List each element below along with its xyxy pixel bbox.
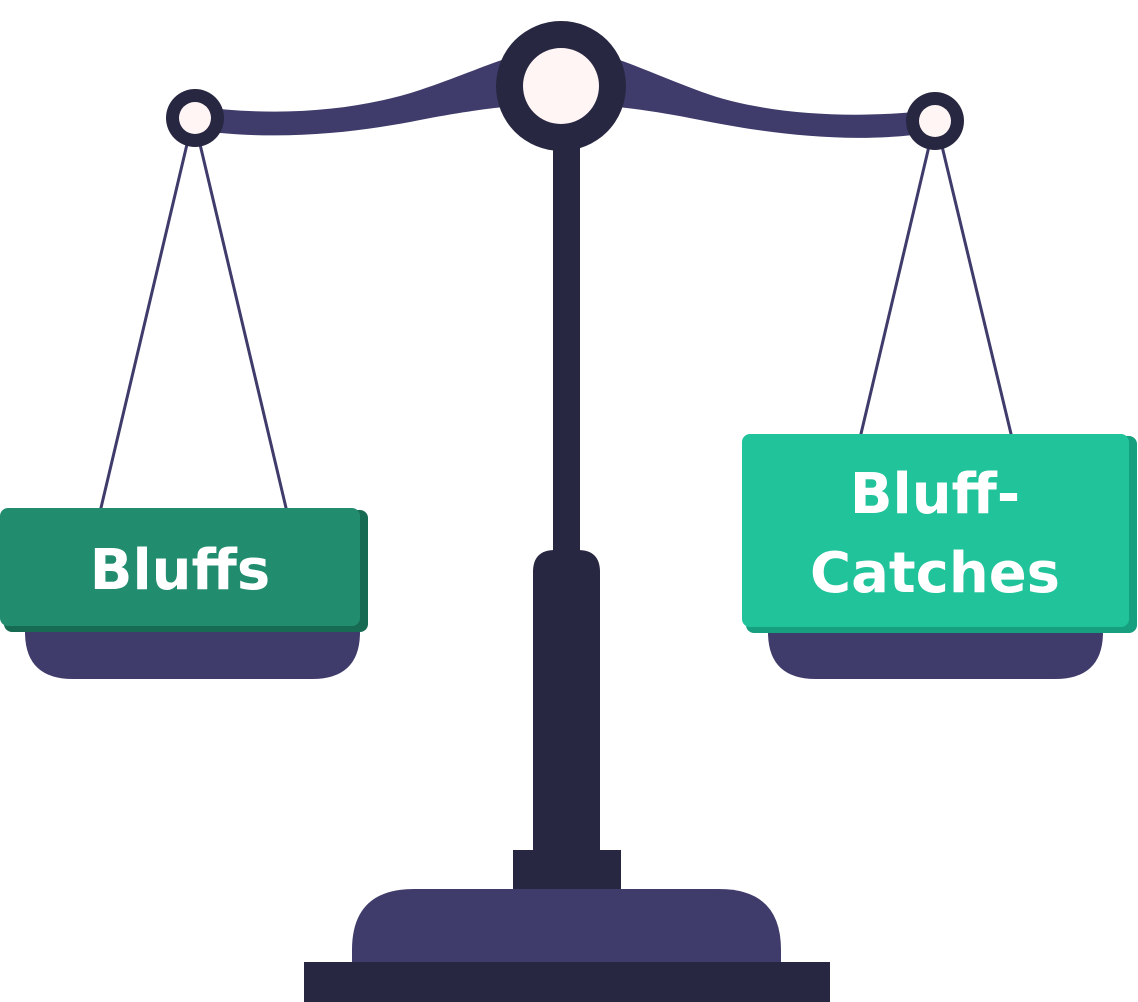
scale-base-plate [304,962,830,1002]
right-pivot [906,92,964,150]
bluff-catches-box: Bluff- Catches [742,434,1137,633]
scale-pole [553,130,580,570]
left-pivot [166,89,224,147]
left-pan [25,628,360,679]
right-strings [858,141,1014,439]
right-pan [768,628,1103,679]
bluffs-box: Bluffs [0,508,368,632]
left-strings [98,139,289,513]
bluff-catches-label-line1: Bluff- [850,462,1020,527]
bluff-catches-label-line2: Catches [810,541,1060,606]
scale-column-block [513,850,621,892]
scale-base [352,889,781,965]
scale-column [533,550,600,860]
bluffs-label: Bluffs [90,538,270,603]
center-pivot [496,21,626,151]
